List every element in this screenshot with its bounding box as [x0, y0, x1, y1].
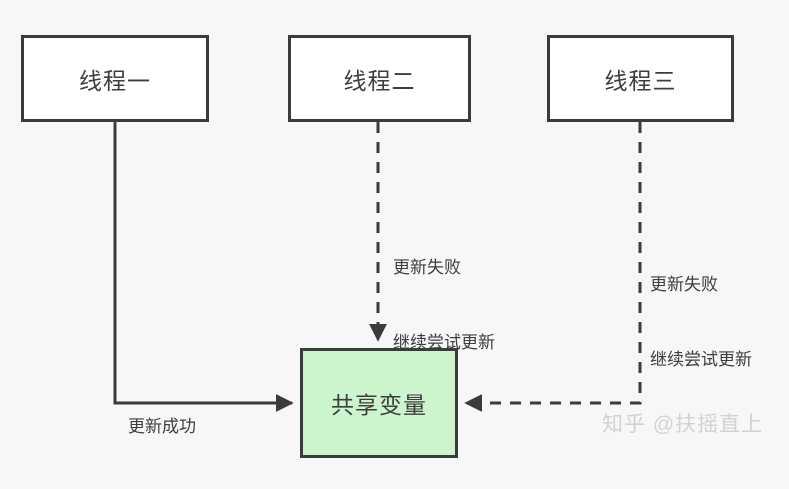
- edge-label-thread3-retry: 更新失败 继续尝试更新: [650, 222, 752, 422]
- node-thread-3[interactable]: 线程三: [547, 35, 734, 122]
- edge-label-update-success: 更新成功: [128, 364, 196, 489]
- edge-label-thread2-retry: 更新失败 继续尝试更新: [393, 205, 495, 405]
- connector-layer: [113, 122, 642, 412]
- node-thread-1-label: 线程一: [79, 67, 151, 94]
- edge-thread3-to-shared: [464, 122, 642, 412]
- node-shared-variable-label: 共享变量: [331, 392, 427, 418]
- edge-label-thread3-retry-line2: 继续尝试更新: [650, 350, 752, 369]
- node-thread-2-label: 线程二: [343, 67, 416, 94]
- edge-thread1-to-shared: [113, 122, 294, 412]
- edge-label-thread2-retry-line1: 更新失败: [393, 258, 461, 277]
- edge-label-thread2-retry-line2: 继续尝试更新: [393, 333, 495, 352]
- node-shared-variable[interactable]: 共享变量: [300, 348, 458, 458]
- watermark: 知乎 @扶摇直上: [602, 413, 764, 436]
- edge-label-update-success-line1: 更新成功: [128, 417, 196, 436]
- node-thread-3-label: 线程三: [604, 67, 677, 94]
- node-thread-1[interactable]: 线程一: [21, 35, 209, 122]
- edge-label-thread3-retry-line1: 更新失败: [650, 275, 718, 294]
- node-thread-2[interactable]: 线程二: [288, 35, 471, 122]
- diagram-canvas: 线程一 线程二 线程三 共享变量 更新成功 更新失败 继续尝试更新 更新失败 继…: [21, 35, 764, 458]
